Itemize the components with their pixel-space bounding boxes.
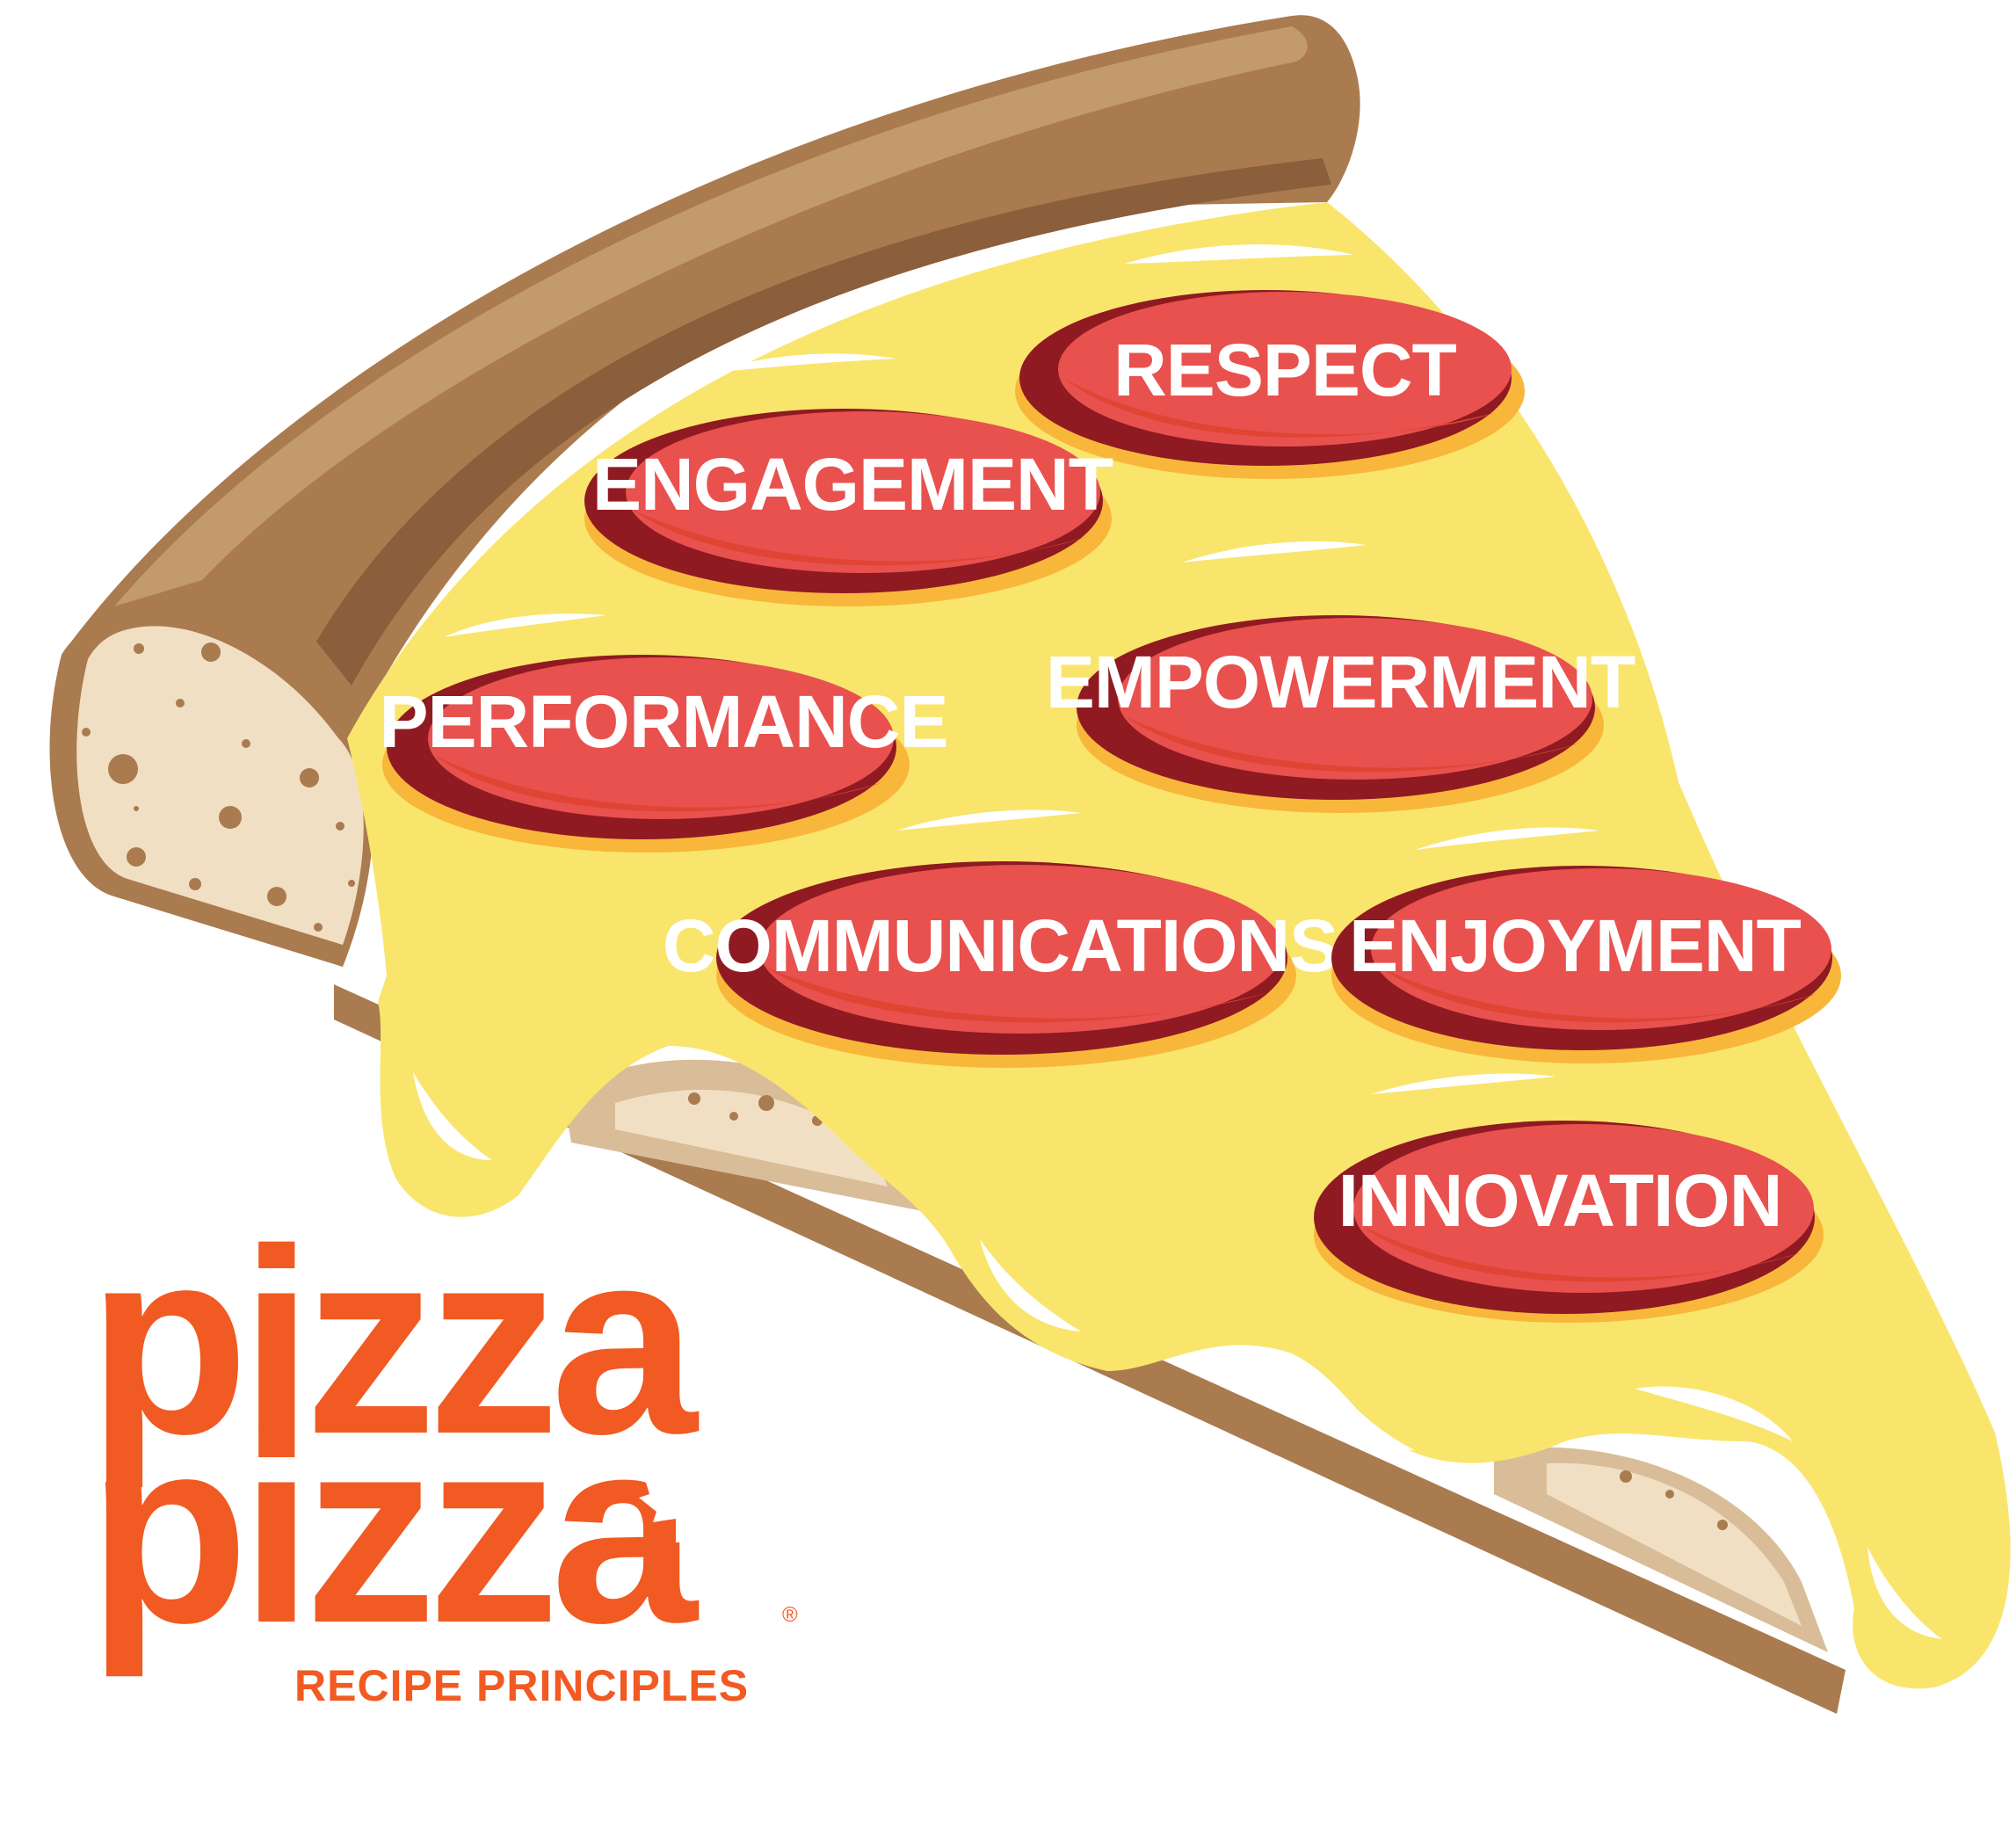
pepperoni-communications: COMMUNICATIONS <box>663 861 1338 1068</box>
logo-line-2: pizza <box>88 1382 699 1680</box>
brand-logo: pizza pizza ® RECIPE PRINCIPLES <box>88 1194 798 1710</box>
pepperoni-performance: PERFORMANCE <box>379 655 949 853</box>
principle-enjoyment: ENJOYMENT <box>1349 904 1801 987</box>
pepperoni-innovation: INNOVATION <box>1314 1121 1824 1323</box>
pepperoni-engagement: ENGAGEMENT <box>584 409 1114 606</box>
logo-line-1: pizza <box>88 1194 699 1491</box>
pepperoni-group: RESPECT ENGAGEMENT PERFORMANCE EMPOWERME… <box>379 290 1841 1323</box>
principle-innovation: INNOVATION <box>1338 1159 1782 1242</box>
pepperoni-respect: RESPECT <box>1015 290 1525 479</box>
principle-performance: PERFORMANCE <box>379 680 947 763</box>
principle-respect: RESPECT <box>1113 329 1456 411</box>
crust <box>49 15 1360 967</box>
pepperoni-enjoyment: ENJOYMENT <box>1331 866 1841 1063</box>
pepperoni-empowerment: EMPOWERMENT <box>1046 615 1636 813</box>
recipe-principles-tagline: RECIPE PRINCIPLES <box>294 1661 749 1710</box>
principle-empowerment: EMPOWERMENT <box>1046 641 1635 723</box>
maple-leaf-icon <box>639 1446 723 1542</box>
registered-mark: ® <box>782 1603 798 1627</box>
principle-engagement: ENGAGEMENT <box>592 443 1113 526</box>
principle-communications: COMMUNICATIONS <box>663 904 1338 987</box>
